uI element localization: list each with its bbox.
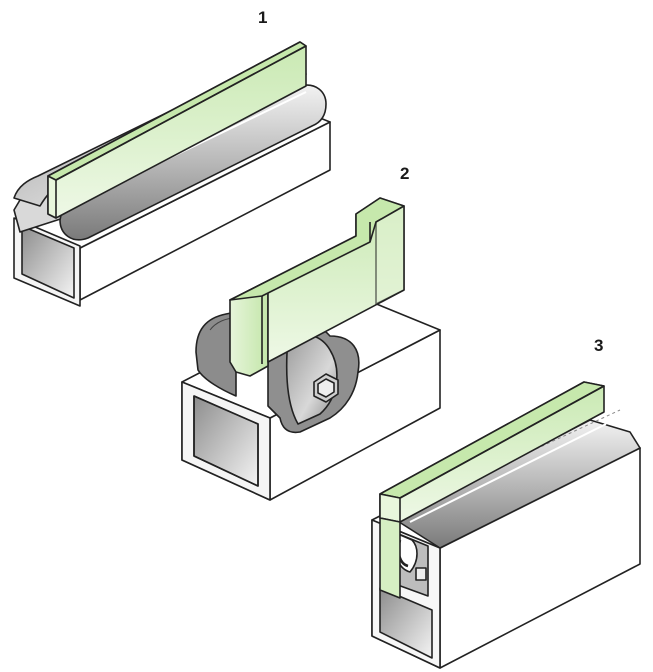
clamp-mount-2-icon bbox=[181, 197, 441, 501]
callout-3: 3 bbox=[594, 336, 604, 355]
seal-profile-1-icon bbox=[13, 41, 331, 307]
seal-profile-3-icon bbox=[371, 381, 641, 669]
callout-1: 1 bbox=[258, 8, 268, 27]
callout-2: 2 bbox=[400, 164, 410, 183]
